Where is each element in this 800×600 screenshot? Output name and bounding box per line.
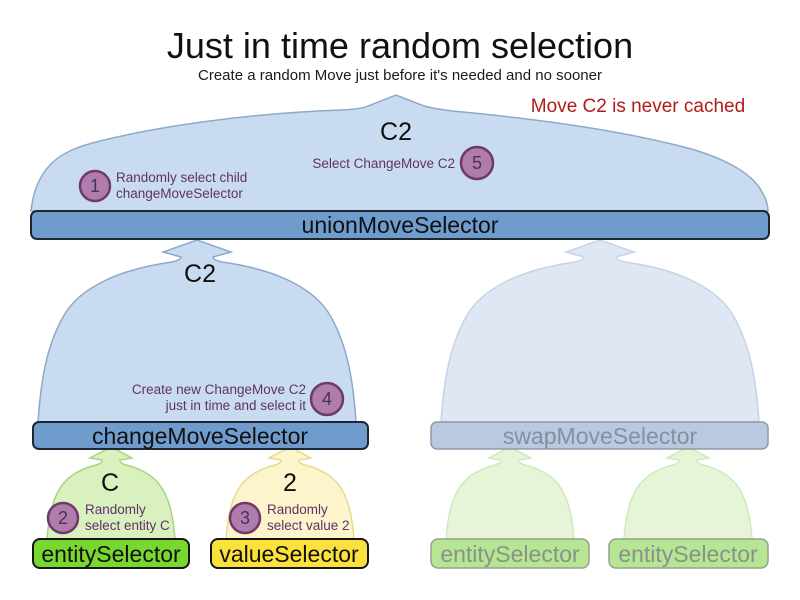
change-selector-label: changeMoveSelector <box>92 423 308 449</box>
union-selector-label: unionMoveSelector <box>302 212 499 238</box>
step-5-note-line1: Select ChangeMove C2 <box>312 156 455 171</box>
entity-faded-right-selector-bar <box>608 538 769 569</box>
page-subtitle: Create a random Move just before it's ne… <box>198 67 602 84</box>
change-funnel-shape <box>37 239 357 423</box>
step-3-circle <box>228 501 262 535</box>
step-1-number: 1 <box>90 176 100 196</box>
union-funnel-shape <box>30 94 769 212</box>
step-1-circle <box>78 169 112 203</box>
step-3-note-line1: Randomly <box>267 502 328 517</box>
entity-faded-left-selector-bar <box>430 538 590 569</box>
entity-selector-bar <box>32 538 190 569</box>
page-title: Just in time random selection <box>167 25 633 66</box>
union-selector-bar <box>30 210 770 240</box>
step-4-number: 4 <box>322 389 332 409</box>
step-3-note-line2: select value 2 <box>267 518 350 533</box>
change-selector-bar <box>32 421 369 450</box>
step-1-note-line2: changeMoveSelector <box>116 186 243 201</box>
entity-faded-left-selector-label: entitySelector <box>440 541 580 567</box>
swap-funnel-shape <box>440 239 760 423</box>
step-4-note-line2: just in time and select it <box>165 398 307 413</box>
step-2-number: 2 <box>58 508 68 528</box>
entity-faded-left-funnel-shape <box>445 446 575 540</box>
entity-faded-right-selector-label: entitySelector <box>618 541 758 567</box>
entity-output-label: C <box>101 469 119 497</box>
step-2-note-line2: select entity C <box>85 518 170 533</box>
step-2-note-line1: Randomly <box>85 502 146 517</box>
entity-selector-label: entitySelector <box>41 541 181 567</box>
swap-selector-label: swapMoveSelector <box>503 423 698 449</box>
step-5-number: 5 <box>472 153 482 173</box>
swap-selector-bar <box>430 421 769 450</box>
value-selector-label: valueSelector <box>219 541 359 567</box>
never-cached-note: Move C2 is never cached <box>531 96 745 117</box>
step-1-note-line1: Randomly select child <box>116 170 247 185</box>
change-output-label: C2 <box>184 260 216 288</box>
union-output-label: C2 <box>380 118 412 146</box>
value-output-label: 2 <box>283 469 297 497</box>
step-4-circle <box>309 381 345 417</box>
step-4-note-line1: Create new ChangeMove C2 <box>132 382 306 397</box>
value-selector-bar <box>210 538 369 569</box>
entity-faded-right-funnel-shape <box>623 446 753 540</box>
step-2-circle <box>46 501 80 535</box>
step-3-number: 3 <box>240 508 250 528</box>
step-5-circle <box>459 145 495 181</box>
